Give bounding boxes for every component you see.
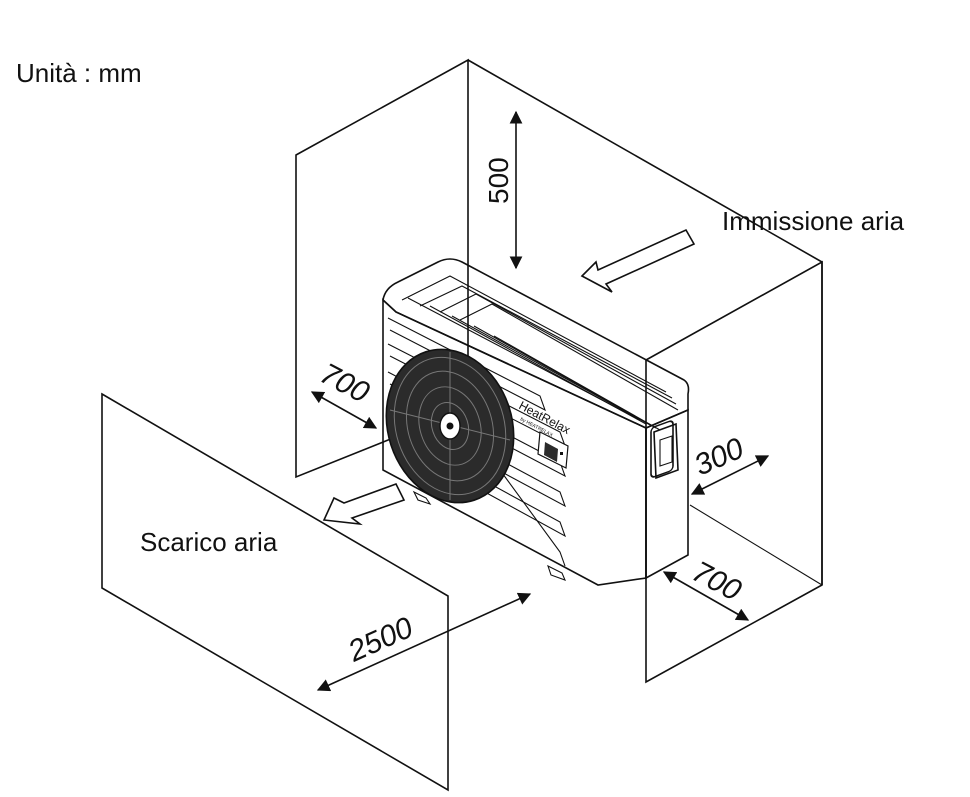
dimension-line-front bbox=[316, 592, 532, 692]
air-intake-arrow bbox=[580, 228, 696, 293]
control-panel-icon bbox=[537, 431, 569, 469]
dimension-right-bottom: 700 bbox=[687, 555, 747, 608]
dimension-line-right bbox=[690, 455, 770, 495]
dimension-top: 500 bbox=[483, 157, 514, 204]
air-intake-label: Immissione aria bbox=[722, 206, 905, 236]
dimension-left: 700 bbox=[315, 357, 375, 410]
front-wall bbox=[101, 392, 449, 792]
back-right-wall bbox=[467, 59, 823, 585]
dimension-line-right-bottom bbox=[662, 571, 750, 621]
air-exhaust-label: Scarico aria bbox=[140, 527, 278, 557]
dimension-right: 300 bbox=[689, 432, 748, 483]
unit-label: Unità : mm bbox=[16, 58, 142, 88]
dimension-front: 2500 bbox=[343, 611, 419, 669]
heat-pump-unit: HeatRelax by HEATRELAX bbox=[382, 258, 690, 586]
dimension-line-left bbox=[310, 391, 378, 429]
air-exhaust-arrow bbox=[322, 483, 406, 526]
fan-icon bbox=[385, 348, 515, 504]
